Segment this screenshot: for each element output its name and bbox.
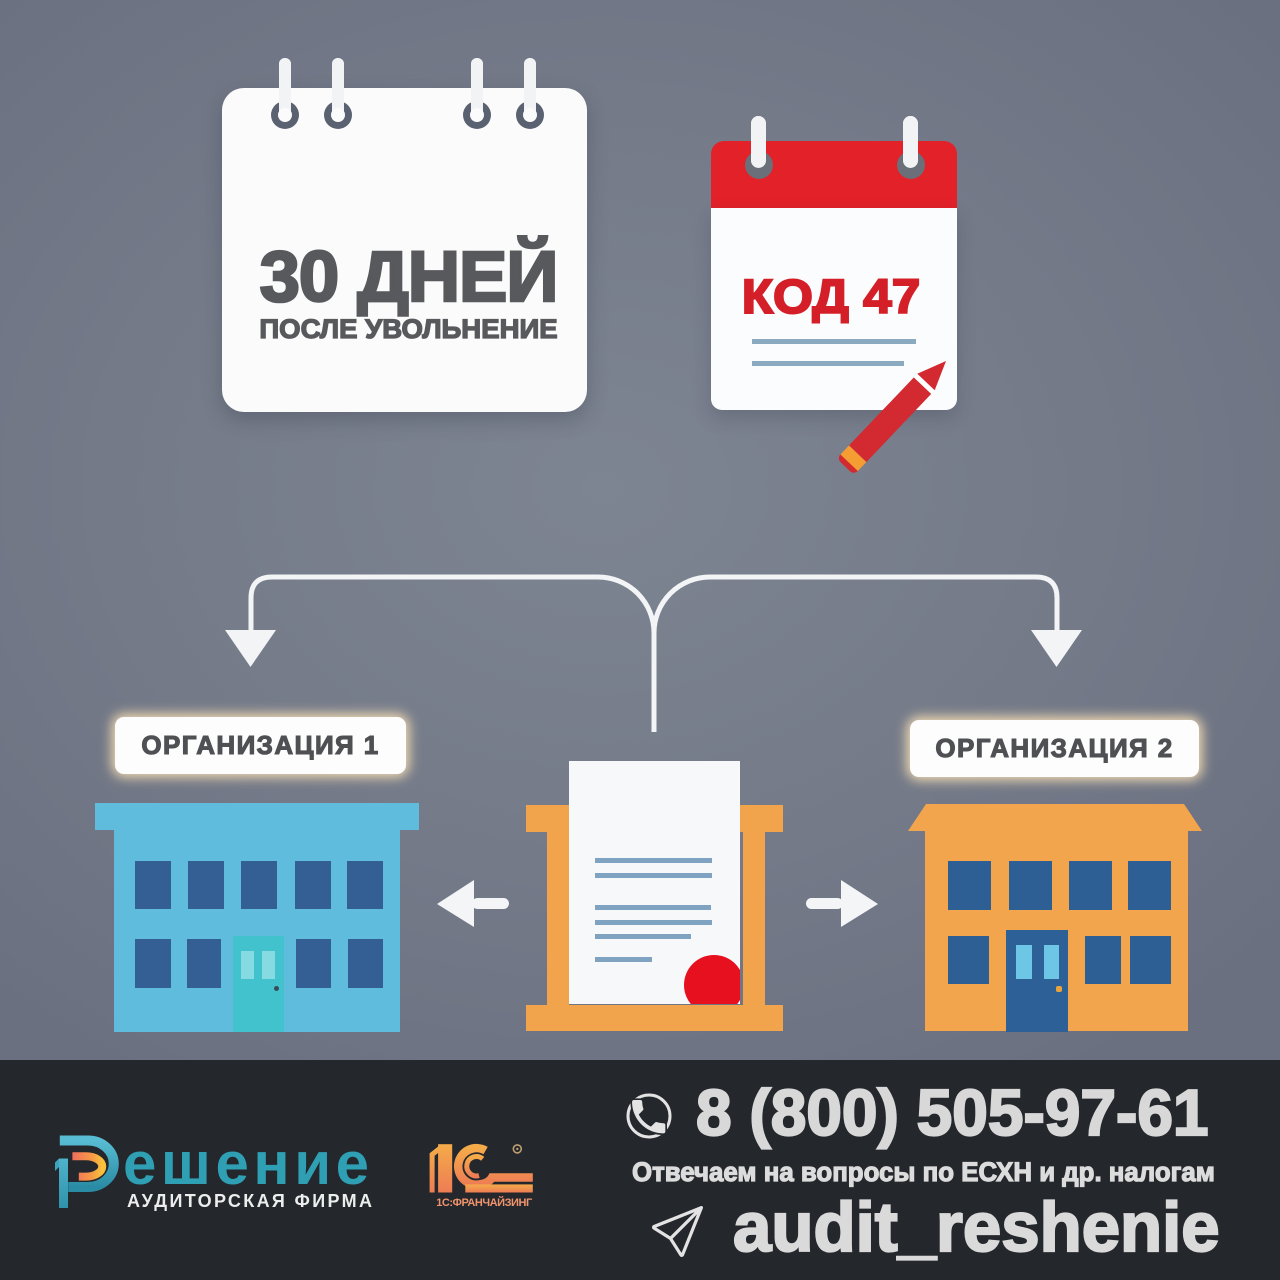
svg-text:АУДИТОРСКАЯ ФИРМА: АУДИТОРСКАЯ ФИРМА <box>127 1191 372 1211</box>
svg-text:1С:ФРАНЧАЙЗИНГ: 1С:ФРАНЧАЙЗИНГ <box>436 1196 533 1209</box>
svg-text:ешение: ешение <box>123 1132 369 1197</box>
